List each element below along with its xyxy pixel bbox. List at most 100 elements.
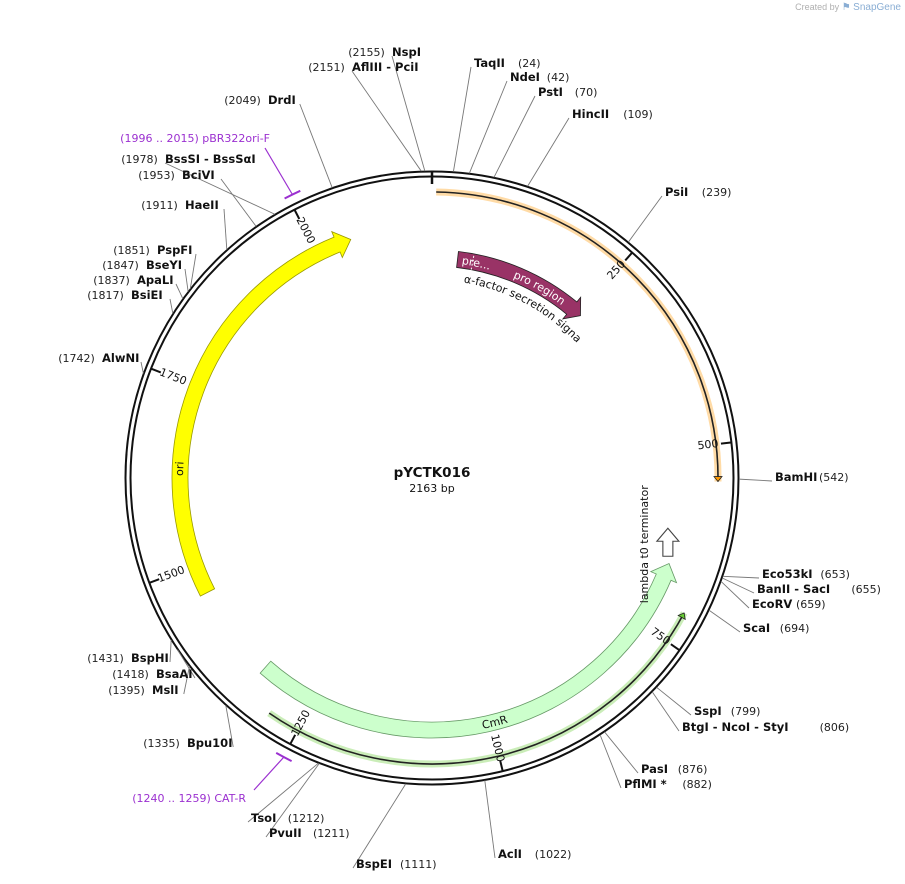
- site-bsssi[interactable]: (1978)BssSI - BssSαI: [121, 152, 276, 215]
- site-position: (2155): [348, 46, 385, 59]
- site-leader: [720, 581, 750, 609]
- site-name: HincII: [572, 107, 609, 121]
- site-position: (653): [820, 568, 850, 581]
- feature-lambda-t0: lambda t0 terminator: [638, 485, 681, 603]
- snapgene-logo-icon: ⚑: [841, 2, 851, 13]
- watermark-prefix: Created by: [795, 2, 840, 12]
- site-psti[interactable]: (70)PstI: [493, 85, 597, 178]
- site-pvuii[interactable]: (1211)PvuII: [265, 763, 350, 840]
- site-name: HaeII: [185, 198, 219, 212]
- site-leader: [183, 666, 190, 695]
- feature-segment-label: pre...: [461, 254, 492, 273]
- site-pasi[interactable]: (876)PasI: [604, 731, 708, 776]
- site-position: (1953): [138, 169, 175, 182]
- site-leader: [722, 577, 755, 594]
- green-arc-arrowhead: [677, 612, 686, 621]
- site-nspi[interactable]: (2155)NspI: [348, 45, 426, 172]
- site-leader: [708, 609, 741, 633]
- site-name: BsaAI: [156, 667, 193, 681]
- site-leader: [189, 253, 197, 289]
- plasmid-length: 2163 bp: [409, 482, 454, 495]
- site-position: (1978): [121, 153, 158, 166]
- site-position: (1837): [93, 274, 130, 287]
- site-position: (1851): [113, 244, 150, 257]
- site-pflmi[interactable]: (882)PflMI *: [599, 734, 712, 791]
- feature-arrow: [171, 230, 352, 597]
- site-leader: [247, 762, 319, 823]
- site-drdi[interactable]: (2049)DrdI: [224, 93, 333, 188]
- site-leader: [628, 195, 663, 243]
- site-ecorv[interactable]: (659)EcoRV: [720, 581, 826, 611]
- site-bspei[interactable]: (1111)BspEI: [352, 783, 437, 871]
- site-bsaai[interactable]: (1418) BsaAI: [112, 649, 196, 681]
- scale-tick: [670, 643, 680, 651]
- site-afliii[interactable]: (2151)AflIII - PciI: [308, 60, 422, 172]
- feature-label: ori: [173, 461, 187, 476]
- site-ndei[interactable]: (42)NdeI: [468, 70, 569, 174]
- site-name: TsoI: [251, 811, 276, 825]
- site-hincii[interactable]: (109)HincII: [527, 107, 653, 187]
- green-arc: [268, 612, 685, 765]
- site-bseyi[interactable]: (1847)BseYI: [102, 258, 189, 292]
- site-leader: [738, 478, 773, 482]
- site-leader: [140, 361, 144, 374]
- scale-tick-label: 500: [697, 437, 719, 452]
- site-name: PstI: [538, 85, 563, 99]
- scale-tick-label: 2000: [294, 215, 318, 246]
- site-taqii[interactable]: (24)TaqII: [452, 56, 541, 172]
- site-eco53ki[interactable]: (653) Eco53kI: [722, 567, 850, 581]
- site-bsphi[interactable]: (1431)BspHI: [87, 639, 172, 665]
- site-psii[interactable]: (239)PsiI: [628, 185, 731, 243]
- primers-layer: (1996 .. 2015) pBR322ori-F (1240 .. 1259)…: [120, 132, 301, 805]
- site-alwni[interactable]: (1742)AlwNI: [58, 351, 144, 374]
- site-leader: [351, 70, 422, 172]
- feature-arrow: [456, 251, 582, 320]
- site-scai[interactable]: (694)ScaI: [708, 609, 810, 635]
- site-position: (876): [678, 763, 708, 776]
- feature-label: lambda t0 terminator: [638, 485, 651, 603]
- site-name: BamHI: [775, 470, 817, 484]
- site-banii[interactable]: (655)BanII - SacI: [722, 577, 881, 596]
- scale-tick-label: 1000: [488, 733, 507, 763]
- site-position: (542): [819, 471, 849, 484]
- site-sspi[interactable]: (799)SspI: [656, 686, 761, 718]
- site-name: PspFI: [157, 243, 192, 257]
- site-leader: [164, 162, 276, 215]
- site-leader: [169, 298, 174, 314]
- site-bpu10i[interactable]: (1335)Bpu10I: [143, 705, 234, 750]
- primer-leader: [264, 147, 293, 195]
- site-pspfi[interactable]: (1851) PspFI: [113, 243, 197, 289]
- primer-pbr322ori-f[interactable]: (1996 .. 2015) pBR322ori-F: [120, 132, 301, 200]
- site-position: (2049): [224, 94, 261, 107]
- snapgene-watermark: Created by ⚑ SnapGene: [795, 2, 901, 13]
- primer-cat-r[interactable]: (1240 .. 1259) CAT-R: [132, 752, 293, 805]
- site-haeii[interactable]: (1911)HaeII: [141, 198, 228, 250]
- primer-arc: [275, 752, 293, 762]
- site-apali[interactable]: (1837)ApaLI: [93, 273, 184, 299]
- site-name: PflMI *: [624, 777, 667, 791]
- site-bcivi[interactable]: (1953) BciVI: [138, 168, 257, 227]
- site-bamhi[interactable]: (542)BamHI: [738, 470, 849, 484]
- site-position: (694): [780, 622, 810, 635]
- site-position: (2151): [308, 61, 345, 74]
- site-leader: [299, 103, 333, 188]
- site-name: BseYI: [146, 258, 182, 272]
- scale-tick: [289, 734, 297, 745]
- site-name: BciVI: [182, 168, 215, 182]
- site-msli[interactable]: (1395)MslI: [108, 666, 190, 697]
- site-position: (1335): [143, 737, 180, 750]
- feature-cmr: CmR: [259, 563, 678, 739]
- site-leader: [220, 178, 257, 227]
- scale-tick-label: 1750: [158, 366, 189, 388]
- site-leader: [184, 268, 189, 292]
- site-name: BspHI: [131, 651, 169, 665]
- site-btgi[interactable]: (806)BtgI - NcoI - StyI: [651, 691, 849, 734]
- orange-arc-arrowhead: [713, 476, 723, 483]
- plasmid-name: pYCTK016: [394, 465, 471, 481]
- site-name: Eco53kI: [762, 567, 813, 581]
- site-position: (1418): [112, 668, 149, 681]
- site-acli[interactable]: (1022)AclI: [484, 780, 572, 861]
- site-bsiei[interactable]: (1817)BsiEI: [87, 288, 174, 314]
- site-tsoi[interactable]: (1212)TsoI: [247, 762, 324, 825]
